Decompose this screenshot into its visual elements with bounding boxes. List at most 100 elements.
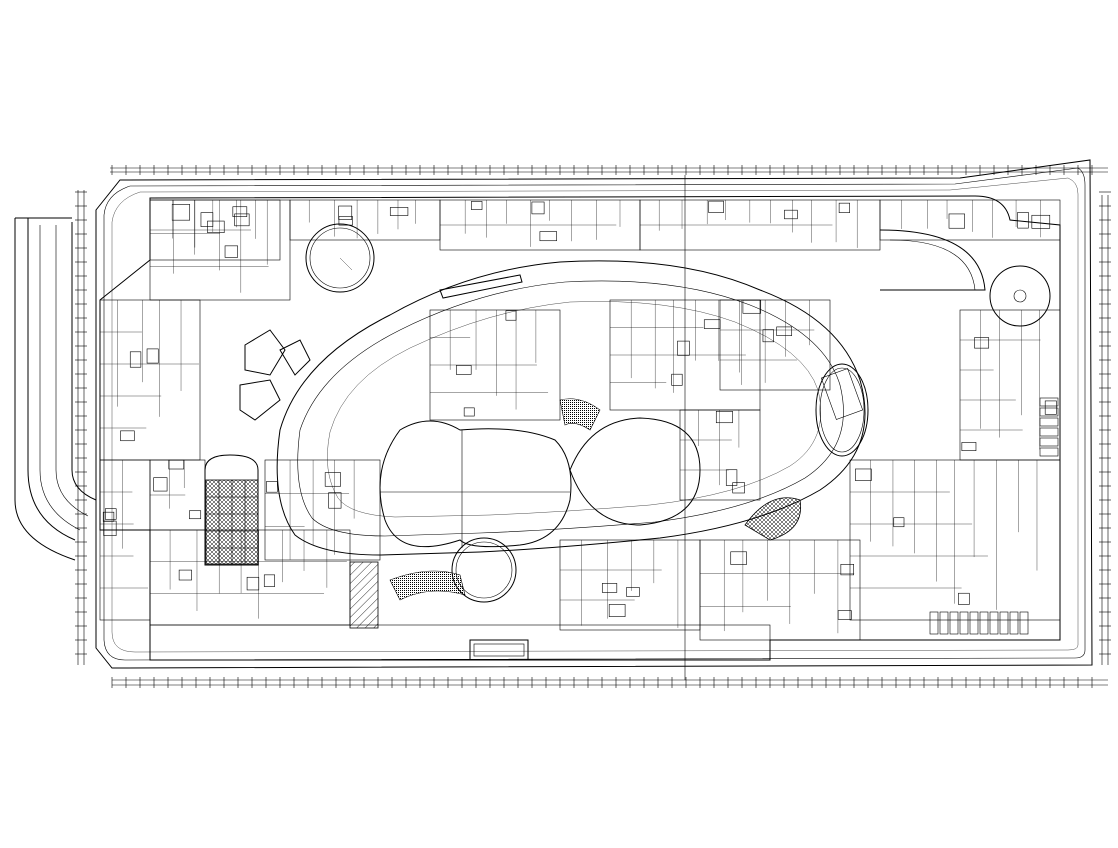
parking-bay bbox=[1039, 427, 1059, 437]
service-core bbox=[837, 610, 852, 620]
rotunda bbox=[451, 537, 517, 603]
service-core bbox=[838, 202, 850, 213]
service-core bbox=[840, 563, 854, 576]
zone-outline bbox=[99, 299, 201, 461]
service-core bbox=[232, 206, 248, 217]
service-core bbox=[776, 326, 793, 336]
service-core bbox=[626, 587, 640, 597]
northeast-round-court bbox=[989, 265, 1051, 327]
service-core bbox=[948, 213, 965, 229]
service-core bbox=[338, 216, 353, 226]
service-core bbox=[246, 576, 260, 591]
service-core bbox=[455, 365, 472, 375]
zone-outline bbox=[849, 459, 1061, 621]
service-core bbox=[671, 373, 683, 386]
service-core bbox=[224, 245, 238, 258]
service-core bbox=[146, 348, 159, 364]
dimension-lines bbox=[75, 165, 1111, 688]
service-core bbox=[762, 329, 774, 343]
service-core bbox=[103, 520, 117, 536]
hatched-grid-hall bbox=[204, 454, 259, 566]
service-core bbox=[958, 592, 970, 605]
service-core bbox=[961, 442, 977, 451]
service-core bbox=[730, 551, 747, 565]
zone-outline bbox=[959, 309, 1061, 461]
service-core bbox=[338, 205, 353, 220]
service-core bbox=[1017, 212, 1029, 229]
retail-units bbox=[99, 199, 1061, 641]
parking-bay bbox=[999, 611, 1009, 635]
north-round-plaza bbox=[305, 223, 375, 293]
service-core bbox=[1044, 400, 1057, 415]
parking-bay bbox=[1009, 611, 1019, 635]
zone-outline bbox=[559, 539, 701, 631]
oval-atrium bbox=[276, 260, 866, 556]
service-core bbox=[120, 430, 135, 442]
parking-bay bbox=[1019, 611, 1029, 635]
service-core bbox=[234, 213, 250, 227]
parking-bays bbox=[929, 397, 1059, 635]
service-core bbox=[893, 517, 905, 528]
service-core bbox=[677, 340, 690, 356]
perimeter-road bbox=[95, 159, 1093, 669]
service-core bbox=[266, 481, 278, 493]
service-core bbox=[189, 510, 202, 520]
service-core bbox=[129, 351, 142, 368]
service-core bbox=[324, 472, 341, 487]
service-core bbox=[601, 583, 618, 593]
access-ramp bbox=[14, 217, 97, 561]
south-shop-band bbox=[149, 624, 771, 661]
service-core bbox=[505, 310, 517, 321]
service-core bbox=[708, 200, 724, 213]
parking-bay bbox=[1039, 397, 1059, 407]
service-core bbox=[725, 469, 738, 486]
service-core bbox=[389, 207, 409, 216]
service-core bbox=[171, 204, 191, 221]
service-core bbox=[200, 212, 214, 227]
parking-bay bbox=[969, 611, 979, 635]
parking-bay bbox=[949, 611, 959, 635]
zone-outline bbox=[289, 199, 441, 241]
service-core bbox=[539, 231, 557, 242]
service-core bbox=[742, 299, 762, 314]
service-core bbox=[715, 411, 733, 424]
east-hatched-arc bbox=[744, 497, 802, 541]
service-core bbox=[974, 337, 990, 349]
north-bench bbox=[439, 274, 523, 299]
service-core bbox=[531, 201, 545, 215]
service-core bbox=[263, 574, 275, 587]
zone-outline bbox=[719, 299, 831, 391]
central-circular-court bbox=[379, 417, 701, 548]
service-core bbox=[178, 569, 192, 581]
parking-bay bbox=[929, 611, 939, 635]
service-core bbox=[855, 468, 872, 481]
service-core bbox=[471, 201, 483, 210]
parking-bay bbox=[989, 611, 999, 635]
parking-bay bbox=[959, 611, 969, 635]
service-core bbox=[153, 477, 168, 492]
building-outline bbox=[99, 195, 1061, 661]
parking-bay bbox=[1039, 447, 1059, 457]
parking-bay bbox=[1039, 407, 1059, 417]
hatched-stair-panel bbox=[349, 561, 379, 629]
zone-outline bbox=[679, 409, 761, 501]
service-core bbox=[328, 492, 342, 509]
service-core bbox=[168, 459, 185, 470]
northeast-curved-wall bbox=[879, 229, 986, 291]
east-oval-court bbox=[815, 363, 869, 457]
parking-bay bbox=[1039, 417, 1059, 427]
service-core bbox=[703, 319, 721, 329]
service-core bbox=[463, 407, 475, 417]
service-core bbox=[784, 209, 798, 220]
escalator-bank bbox=[389, 398, 601, 601]
zone-outline bbox=[264, 459, 381, 561]
service-core bbox=[104, 508, 117, 520]
service-core bbox=[608, 604, 626, 617]
service-core bbox=[102, 511, 115, 522]
service-core bbox=[732, 482, 745, 494]
parking-bay bbox=[939, 611, 949, 635]
zone-outline bbox=[149, 199, 291, 301]
zone-outline bbox=[879, 199, 1061, 241]
